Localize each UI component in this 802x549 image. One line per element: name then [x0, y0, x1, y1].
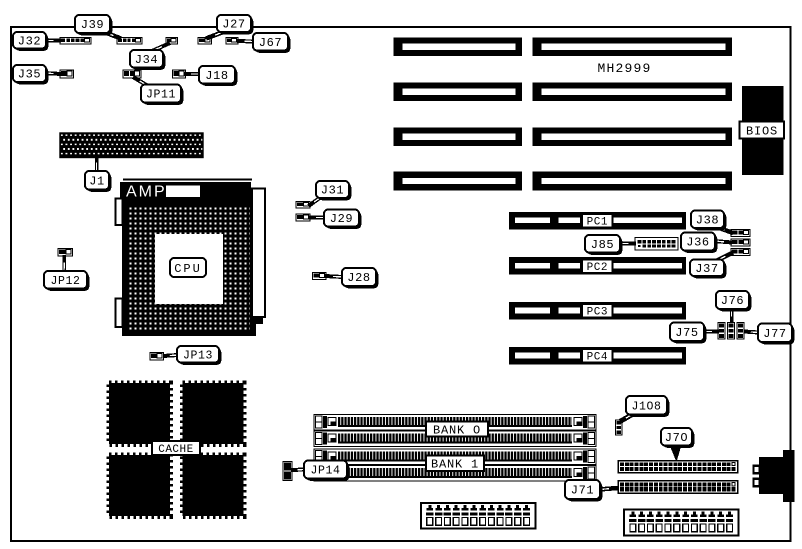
- svg-text:PC4: PC4: [587, 352, 608, 364]
- svg-text:PC1: PC1: [587, 216, 608, 228]
- svg-text:J18: J18: [205, 69, 228, 83]
- svg-text:J29: J29: [330, 212, 353, 226]
- svg-text:JP11: JP11: [146, 89, 176, 102]
- svg-text:JP12: JP12: [50, 275, 80, 288]
- svg-text:BIOS: BIOS: [746, 124, 778, 138]
- svg-text:J1O8: J1O8: [631, 400, 661, 413]
- svg-text:J7O: J7O: [665, 431, 688, 445]
- svg-text:J39: J39: [81, 18, 104, 32]
- svg-text:J36: J36: [686, 236, 709, 250]
- svg-text:J38: J38: [696, 213, 719, 227]
- svg-text:J76: J76: [721, 294, 744, 308]
- svg-text:J28: J28: [347, 271, 370, 285]
- svg-text:J27: J27: [222, 18, 245, 32]
- svg-text:J31: J31: [321, 184, 344, 198]
- svg-text:J34: J34: [135, 53, 158, 67]
- svg-text:MH2999: MH2999: [597, 61, 651, 76]
- svg-text:CACHE: CACHE: [158, 444, 194, 456]
- svg-text:JP13: JP13: [183, 349, 213, 362]
- svg-text:BANK 1: BANK 1: [431, 458, 479, 472]
- svg-text:PC2: PC2: [587, 262, 608, 274]
- svg-text:J32: J32: [18, 34, 41, 48]
- svg-text:PC3: PC3: [587, 307, 608, 319]
- svg-text:AMP: AMP: [126, 184, 167, 201]
- svg-text:J71: J71: [571, 484, 594, 498]
- svg-text:CPU: CPU: [174, 262, 202, 276]
- svg-text:J35: J35: [18, 68, 41, 82]
- svg-text:J85: J85: [591, 238, 614, 252]
- svg-text:J77: J77: [763, 327, 786, 341]
- svg-text:J67: J67: [259, 36, 282, 50]
- svg-text:JP14: JP14: [310, 465, 340, 478]
- svg-text:J75: J75: [675, 326, 698, 340]
- svg-text:J37: J37: [695, 262, 718, 276]
- svg-text:J1: J1: [89, 174, 105, 188]
- svg-text:BANK O: BANK O: [433, 423, 481, 437]
